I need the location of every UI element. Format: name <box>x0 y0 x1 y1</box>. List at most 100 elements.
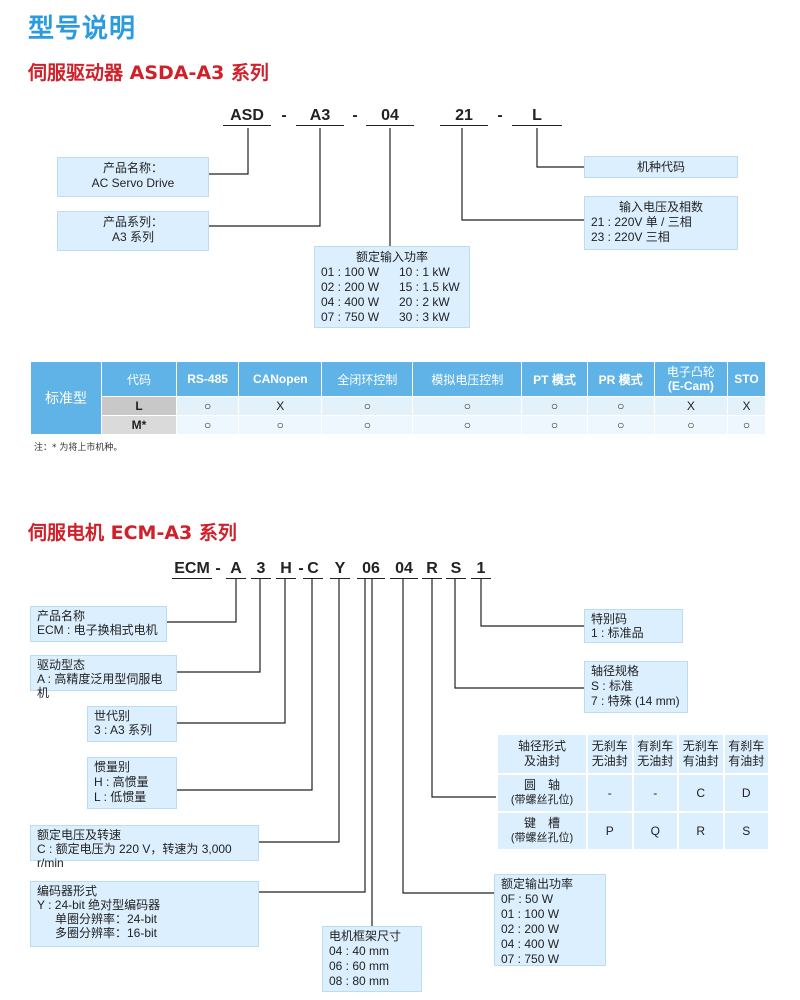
box-line: H : 高惯量 <box>94 775 149 789</box>
motor-code-power: 04 <box>390 560 418 579</box>
table-header: CANopen <box>238 361 323 397</box>
motor-frame-box: 电机框架尺寸 04 : 40 mm 06 : 60 mm 08 : 80 mm <box>322 926 422 992</box>
motor-code-inertia: H <box>276 560 296 579</box>
box-line: 07 : 750 W <box>501 952 560 966</box>
drive-section-title: 伺服驱动器 ASDA-A3 系列 <box>28 62 269 84</box>
box-label: 惯量别 <box>94 760 131 774</box>
box-line: S : 标准 <box>591 679 634 693</box>
box-label: 世代别 <box>94 709 131 723</box>
table-row-label: 标准型 <box>30 361 102 435</box>
table-note: 注：* 为将上市机种。 <box>34 443 123 453</box>
box-label: 驱动型态 <box>37 658 86 672</box>
motor-section-title: 伺服电机 ECM-A3 系列 <box>28 522 237 544</box>
box-label: 机种代码 <box>636 160 685 174</box>
box-value: A : 高精度泛用型伺服电机 <box>37 672 163 700</box>
table-header: PT 模式 <box>521 361 588 397</box>
motor-code-ecm: ECM <box>172 560 212 579</box>
motor-code-brake: R <box>422 560 442 579</box>
drive-code-voltage: 21 <box>440 107 488 126</box>
table-header: PR 模式 <box>586 361 655 397</box>
box-value: A3 系列 <box>111 230 154 244</box>
motor-code-dash: - <box>215 560 221 577</box>
drive-code-dash: - <box>497 107 503 124</box>
drive-code-asd: ASD <box>223 107 271 126</box>
motor-drive-type-box: 驱动型态 A : 高精度泛用型伺服电机 <box>30 655 177 700</box>
motor-shaft-box: 轴径规格 S : 标准 7 : 特殊 (14 mm) <box>584 661 688 713</box>
box-line: 7 : 特殊 (14 mm) <box>591 694 680 708</box>
drive-series-box: 产品系列： A3 系列 <box>57 211 209 251</box>
box-label: 产品系列： <box>102 215 163 229</box>
box-line: 08 : 80 mm <box>329 974 390 988</box>
motor-code-encoder: Y <box>330 560 350 579</box>
motor-code-generation: 3 <box>251 560 271 579</box>
table-header: RS-485 <box>175 361 240 397</box>
shaft-table-col: 无刹车无油封 <box>586 733 634 775</box>
box-value: C : 额定电压为 220 V，转速为 3,000 r/min <box>37 842 232 870</box>
motor-code-voltage: C <box>303 560 323 579</box>
box-line: 04 : 40 mm <box>329 944 390 958</box>
drive-product-name-box: 产品名称： AC Servo Drive <box>57 157 209 197</box>
box-line: 02 : 200 W <box>501 922 560 936</box>
box-line: 04 : 400 W <box>501 937 560 951</box>
shaft-table-col: 有刹车有油封 <box>722 733 770 775</box>
table-header: 电子凸轮(E-Cam) <box>653 361 728 397</box>
motor-generation-box: 世代别 3 : A3 系列 <box>87 706 177 742</box>
motor-code-drive-type: A <box>226 560 246 579</box>
box-line: 23 : 220V 三相 <box>591 230 670 244</box>
motor-voltage-speed-box: 额定电压及转速 C : 额定电压为 220 V，转速为 3,000 r/min <box>30 825 259 870</box>
box-label: 产品名称 <box>37 609 86 623</box>
table-row: M* ○○ ○○ ○○ ○○ <box>31 415 767 435</box>
shaft-type-table: 轴径形式及油封 无刹车无油封 有刹车无油封 无刹车有油封 有刹车有油封 圆 轴(… <box>496 733 770 851</box>
box-line: 06 : 60 mm <box>329 959 390 973</box>
motor-code-frame: 06 <box>357 560 385 579</box>
drive-code-dash: - <box>281 107 287 124</box>
page-title: 型号说明 <box>28 14 137 44</box>
box-line: 多圈分辨率：16-bit <box>55 926 158 940</box>
box-value: AC Servo Drive <box>91 176 175 190</box>
box-label: 编码器形式 <box>37 884 98 898</box>
box-label: 轴径规格 <box>591 664 640 678</box>
table-header: 代码 <box>101 361 177 397</box>
box-line: 单圈分辨率：24-bit <box>55 912 158 926</box>
box-label: 额定输出功率 <box>501 877 574 891</box>
drive-model-code-box: 机种代码 <box>584 156 738 178</box>
motor-code-special: 1 <box>471 560 491 579</box>
motor-product-name-box: 产品名称 ECM : 电子换相式电机 <box>30 606 167 642</box>
table-header: STO <box>726 361 767 397</box>
box-label: 特别码 <box>591 612 628 626</box>
box-label: 额定电压及转速 <box>37 828 122 842</box>
box-label: 额定输入功率 <box>355 250 428 264</box>
drive-code-dash: - <box>352 107 358 124</box>
motor-encoder-box: 编码器形式 Y : 24-bit 绝对型编码器 单圈分辨率：24-bit 多圈分… <box>30 881 259 947</box>
standard-function-table: 标准型 代码 RS-485 CANopen 全闭环控制 模拟电压控制 PT 模式… <box>30 361 767 435</box>
motor-code-dash: - <box>298 560 304 577</box>
box-line: 21 : 220V 单 / 三相 <box>591 215 692 229</box>
drive-voltage-box: 输入电压及相数 21 : 220V 单 / 三相 23 : 220V 三相 <box>584 196 738 250</box>
box-value: 1 : 标准品 <box>591 626 644 640</box>
box-line: 01 : 100 W <box>501 907 560 921</box>
motor-power-box: 额定输出功率 0F : 50 W 01 : 100 W 02 : 200 W 0… <box>494 874 606 966</box>
shaft-table-header: 轴径形式及油封 <box>496 733 588 775</box>
motor-inertia-box: 惯量别 H : 高惯量 L : 低惯量 <box>87 757 177 809</box>
drive-code-model: L <box>512 107 562 126</box>
box-line: L : 低惯量 <box>94 790 147 804</box>
box-value: 3 : A3 系列 <box>94 723 153 737</box>
table-header: 全闭环控制 <box>321 361 414 397</box>
shaft-table-col: 有刹车无油封 <box>631 733 679 775</box>
shaft-table-col: 无刹车有油封 <box>677 733 725 775</box>
box-value: ECM : 电子换相式电机 <box>37 623 158 637</box>
box-label: 输入电压及相数 <box>618 200 703 214</box>
motor-code-shaft: S <box>446 560 466 579</box>
box-line: 0F : 50 W <box>501 892 554 906</box>
shaft-table-row: 键 槽(带螺丝孔位) P Q R S <box>496 811 770 851</box>
table-header: 模拟电压控制 <box>412 361 523 397</box>
motor-special-box: 特别码 1 : 标准品 <box>584 609 683 643</box>
box-label: 电机框架尺寸 <box>329 929 402 943</box>
